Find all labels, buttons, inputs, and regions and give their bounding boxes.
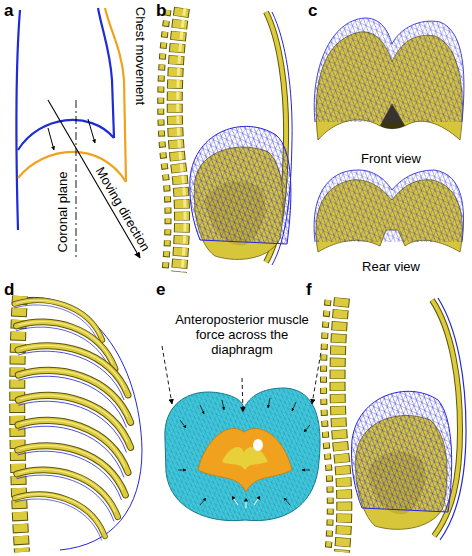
force-vectors (178, 398, 310, 505)
spine-side-view (161, 8, 185, 272)
diaphragm-rear (314, 170, 463, 252)
view-label: Front view (361, 151, 421, 166)
ribcage (14, 296, 142, 552)
motion-arrow (88, 119, 95, 143)
view-label: Rear view (362, 259, 420, 274)
spinous-process (161, 10, 168, 272)
leader-arrow (242, 378, 243, 412)
axis-label: Moving direction (92, 163, 155, 256)
annotation-text: Anteroposterior muscle force across the … (172, 312, 312, 357)
chest-moved-outline (105, 8, 126, 182)
diaphragm-front (314, 18, 464, 140)
diaphragm-mesh (190, 126, 291, 244)
spinous-process (324, 300, 331, 552)
diaphragm-outline (18, 120, 114, 150)
diaphragm-b (190, 126, 291, 259)
plane-line (76, 100, 77, 258)
chest-outline (16, 10, 20, 230)
panel-letter: f (306, 280, 312, 299)
diaphragm-f (351, 391, 451, 529)
rib (15, 494, 105, 540)
vertebra-column (338, 298, 345, 552)
panel-letter: d (4, 280, 14, 299)
panel-letter: e (156, 280, 165, 299)
diaphragm-top-view (162, 346, 322, 521)
central-tendon (198, 428, 292, 492)
central-tendon-core (222, 447, 268, 470)
vertebra-column (338, 298, 345, 552)
vertebra-highlight (178, 8, 185, 272)
motion-arrow (48, 128, 54, 150)
spine-side-view-f (324, 298, 345, 552)
direction-arrow (48, 100, 140, 258)
diaphragm-mesh (314, 18, 464, 122)
diaphragm-mesh (351, 391, 451, 512)
spinous-process (324, 300, 331, 552)
axis-label: Coronal plane (55, 172, 70, 253)
panel-letter: b (156, 1, 166, 20)
foramen (253, 439, 263, 451)
panel-letter: a (4, 1, 13, 20)
diaphragm-mesh (314, 170, 463, 242)
axis-label: Chest movement (133, 7, 148, 105)
leader-arrow (162, 346, 172, 404)
white-vectors (232, 496, 260, 508)
spinous-process (161, 10, 168, 272)
panel-letter: c (308, 1, 317, 20)
